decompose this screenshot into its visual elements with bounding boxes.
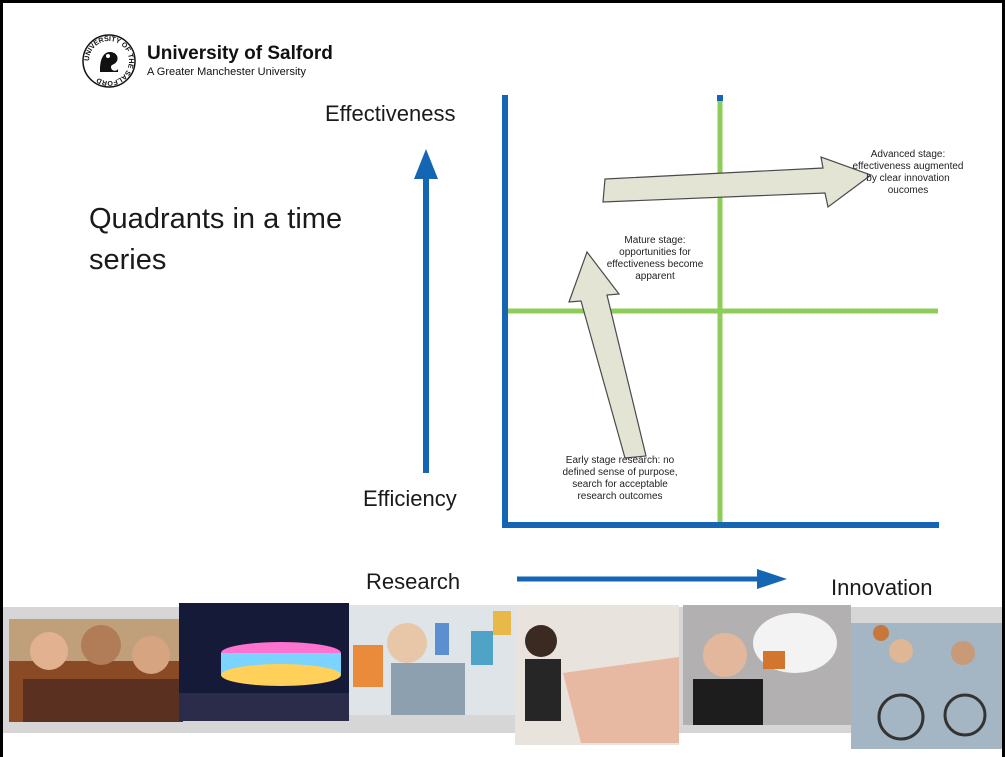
photo-strip xyxy=(3,603,1002,749)
slide-title: Quadrants in a time series xyxy=(89,203,343,276)
university-seal-icon: UNIVERSITY OF THE SALFORD xyxy=(82,34,136,88)
effectiveness-label: Effectiveness xyxy=(325,101,456,126)
university-tagline: A Greater Manchester University xyxy=(147,66,306,78)
advanced-stage-note: Advanced stage: effectiveness augmented … xyxy=(852,149,964,196)
student-model-making-photo xyxy=(515,605,679,745)
illuminated-building-photo xyxy=(179,603,349,721)
innovation-label: Innovation xyxy=(831,575,933,600)
early-to-mature-stage-arrow xyxy=(568,250,647,459)
research-label: Research xyxy=(366,569,461,594)
wheelchair-basketball-photo xyxy=(851,623,1002,749)
early-stage-note: Early stage research: no defined sense o… xyxy=(562,455,678,502)
student-with-trainer-photo xyxy=(683,605,851,725)
horizontal-progress-arrowhead xyxy=(757,569,787,589)
green-divider-top-cap xyxy=(717,95,723,101)
quadrant-diagram xyxy=(414,95,939,589)
mature-stage-note: Mature stage: opportunities for effectiv… xyxy=(606,235,704,282)
university-logo: UNIVERSITY OF THE SALFORD University of … xyxy=(81,33,341,89)
mature-to-advanced-stage-arrow xyxy=(602,156,873,209)
students-photo xyxy=(9,619,183,722)
university-name: University of Salford xyxy=(147,43,333,64)
woman-with-tags-photo xyxy=(349,605,515,715)
vertical-progress-arrowhead xyxy=(414,149,438,179)
efficiency-label: Efficiency xyxy=(363,486,457,511)
